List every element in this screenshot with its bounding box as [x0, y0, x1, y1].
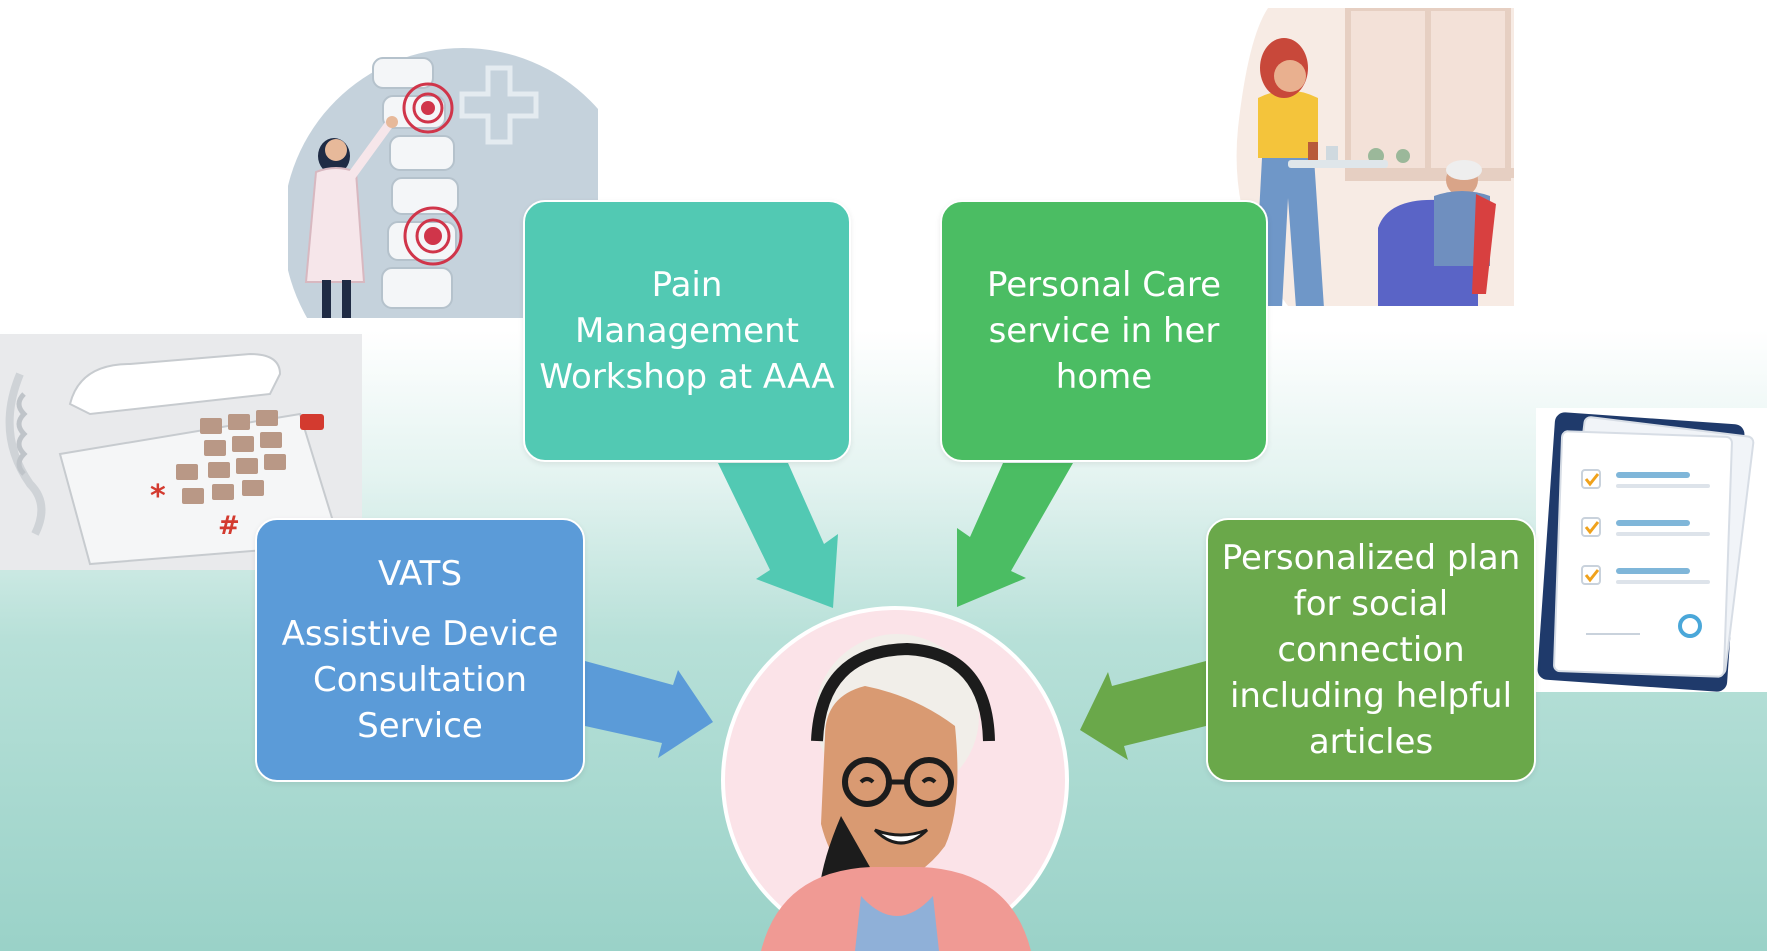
svg-text:#: # [218, 511, 240, 541]
arrow-pain-to-elder [718, 463, 838, 608]
pain-management-node: Pain Management Workshop at AAA [523, 200, 851, 462]
personal-care-label: Personal Care service in her home [986, 265, 1222, 397]
social-plan-node: Personalized plan for social connection … [1206, 518, 1536, 782]
personal-care-node: Personal Care service in her home [940, 200, 1268, 462]
arrow-care-to-elder [957, 463, 1073, 607]
vats-node: VATS Assistive Device Consultation Servi… [255, 518, 585, 782]
arrow-plan-to-elder [1080, 661, 1206, 760]
arrow-vats-to-elder [585, 661, 713, 758]
svg-text:*: * [150, 479, 166, 514]
spine-illustration [288, 48, 598, 318]
pain-management-label: Pain Management Workshop at AAA [539, 265, 835, 397]
clipboard-illustration [1536, 408, 1767, 692]
vats-title: VATS [377, 554, 463, 594]
vats-label: Assistive Device Consultation Service [281, 614, 559, 746]
elder-avatar [721, 606, 1069, 951]
caregiver-illustration [1236, 8, 1514, 306]
social-plan-label: Personalized plan for social connection … [1221, 538, 1521, 762]
